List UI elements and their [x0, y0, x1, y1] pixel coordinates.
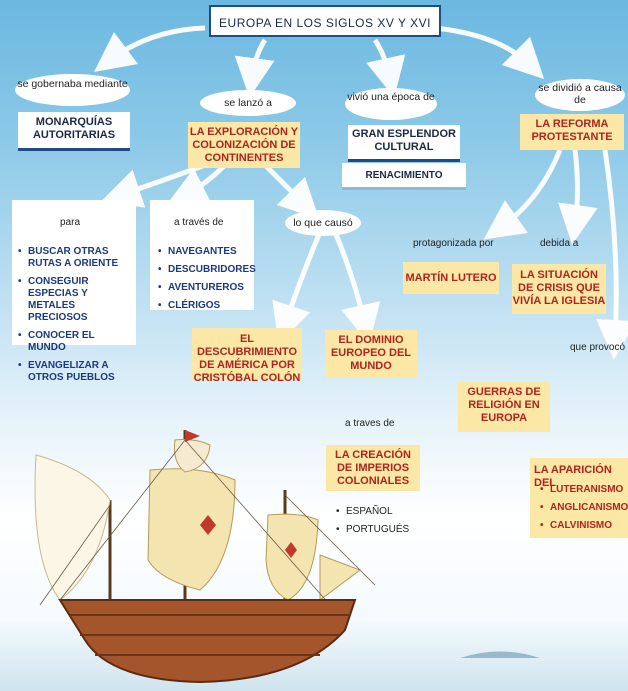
arrow-descubrimiento — [272, 231, 323, 344]
title-text: EUROPA EN LOS SIGLOS XV Y XVI — [219, 16, 431, 30]
arrow-debida — [558, 149, 598, 245]
arrow-dominio — [332, 231, 381, 345]
ship-sails — [34, 439, 362, 601]
arrow-title-left — [93, 25, 206, 72]
title-box: EUROPA EN LOS SIGLOS XV Y XVI — [209, 5, 441, 37]
connector-lo-que-causo: lo que causó — [285, 210, 361, 236]
panel-a-traves-de: a través de NAVEGANTES DESCUBRIDORES AVE… — [150, 200, 256, 312]
node-crisis: LA SITUACIÓN DE CRISIS QUE VIVÍA LA IGLE… — [512, 264, 606, 314]
connector-para: para — [60, 217, 81, 228]
arrow-para — [101, 162, 206, 208]
node-reforma: LA REFORMA PROTESTANTE — [520, 114, 624, 150]
list-item: DESCUBRIDORES — [158, 264, 256, 276]
list-aparicion: LUTERANISMO ANGLICANISMO CALVINISMO — [540, 484, 628, 538]
list-item: CLÉRIGOS — [158, 300, 252, 312]
arrow-atraves — [167, 163, 227, 204]
ship-rigging — [39, 439, 376, 606]
distant-island — [460, 651, 540, 658]
connector-se-lanzo: se lanzó a — [200, 90, 296, 116]
arrow-protagonizada — [483, 149, 563, 240]
node-aparicion: LA APARICIÓN DEL LUTERANISMO ANGLICANISM… — [530, 458, 628, 538]
connector-a-traves-de-2: a traves de — [345, 418, 395, 429]
node-esplendor: GRAN ESPLENDOR CULTURAL — [348, 125, 460, 159]
ship-hull — [58, 599, 357, 684]
list-item: EVANGELIZAR A OTROS PUEBLOS — [18, 360, 134, 384]
list-imperios: ESPAÑOL PORTUGUÉS — [336, 506, 426, 542]
connector-debida-a: debida a — [540, 238, 579, 249]
node-monarquias: MONARQUÍAS AUTORITARIAS — [18, 112, 130, 148]
arrow-provoco — [596, 149, 628, 360]
list-item: NAVEGANTES — [158, 246, 252, 258]
connector-vivio: vivió una época de — [345, 88, 437, 120]
node-descubrimiento: EL DESCUBRIMIENTO DE AMÉRICA POR CRISTÓB… — [192, 328, 302, 384]
list-item: CONOCER EL MUNDO — [18, 330, 134, 354]
node-lutero: MARTÍN LUTERO — [403, 262, 499, 294]
connector-se-gobernaba: se gobernaba mediante — [15, 74, 130, 106]
list-para: BUSCAR OTRAS RUTAS A ORIENTE CONSEGUIR E… — [18, 246, 134, 390]
ship-hull-stripes — [70, 614, 350, 656]
node-renacimiento: RENACIMIENTO — [342, 163, 466, 187]
connector-protagonizada-por: protagonizada por — [413, 238, 494, 249]
node-exploracion: LA EXPLORACIÓN Y COLONIZACIÓN DE CONTINE… — [188, 122, 300, 168]
connector-se-dividio: se dividió a causa de — [535, 79, 625, 111]
connector-a-traves-de: a través de — [174, 217, 224, 228]
list-item: ESPAÑOL — [336, 506, 426, 518]
list-item: PORTUGUÉS — [336, 524, 426, 536]
list-item: AVENTUREROS — [158, 282, 252, 294]
list-item: BUSCAR OTRAS RUTAS A ORIENTE — [18, 246, 134, 270]
list-item: LUTERANISMO — [540, 484, 626, 496]
arrow-title-reforma — [434, 25, 545, 80]
arrow-causo — [263, 163, 320, 220]
arrow-title-exploracion — [234, 38, 275, 98]
list-a-traves-de: NAVEGANTES DESCUBRIDORES AVENTUREROS CLÉ… — [158, 246, 256, 318]
list-item: CONSEGUIR ESPECIAS Y METALES PRECIOSOS — [18, 276, 134, 324]
ship-flag — [185, 430, 200, 442]
node-guerras: GUERRAS DE RELIGIÓN EN EUROPA — [458, 382, 550, 432]
list-item: ANGLICANISMO — [540, 502, 628, 514]
node-dominio: EL DOMINIO EUROPEO DEL MUNDO — [325, 330, 417, 378]
arrow-title-esplendor — [366, 38, 406, 98]
list-item: CALVINISMO — [540, 520, 626, 532]
connector-que-provoco: que provocó — [570, 342, 626, 353]
panel-para: para BUSCAR OTRAS RUTAS A ORIENTE CONSEG… — [12, 200, 136, 383]
node-imperios: LA CREACIÓN DE IMPERIOS COLONIALES — [326, 445, 420, 491]
